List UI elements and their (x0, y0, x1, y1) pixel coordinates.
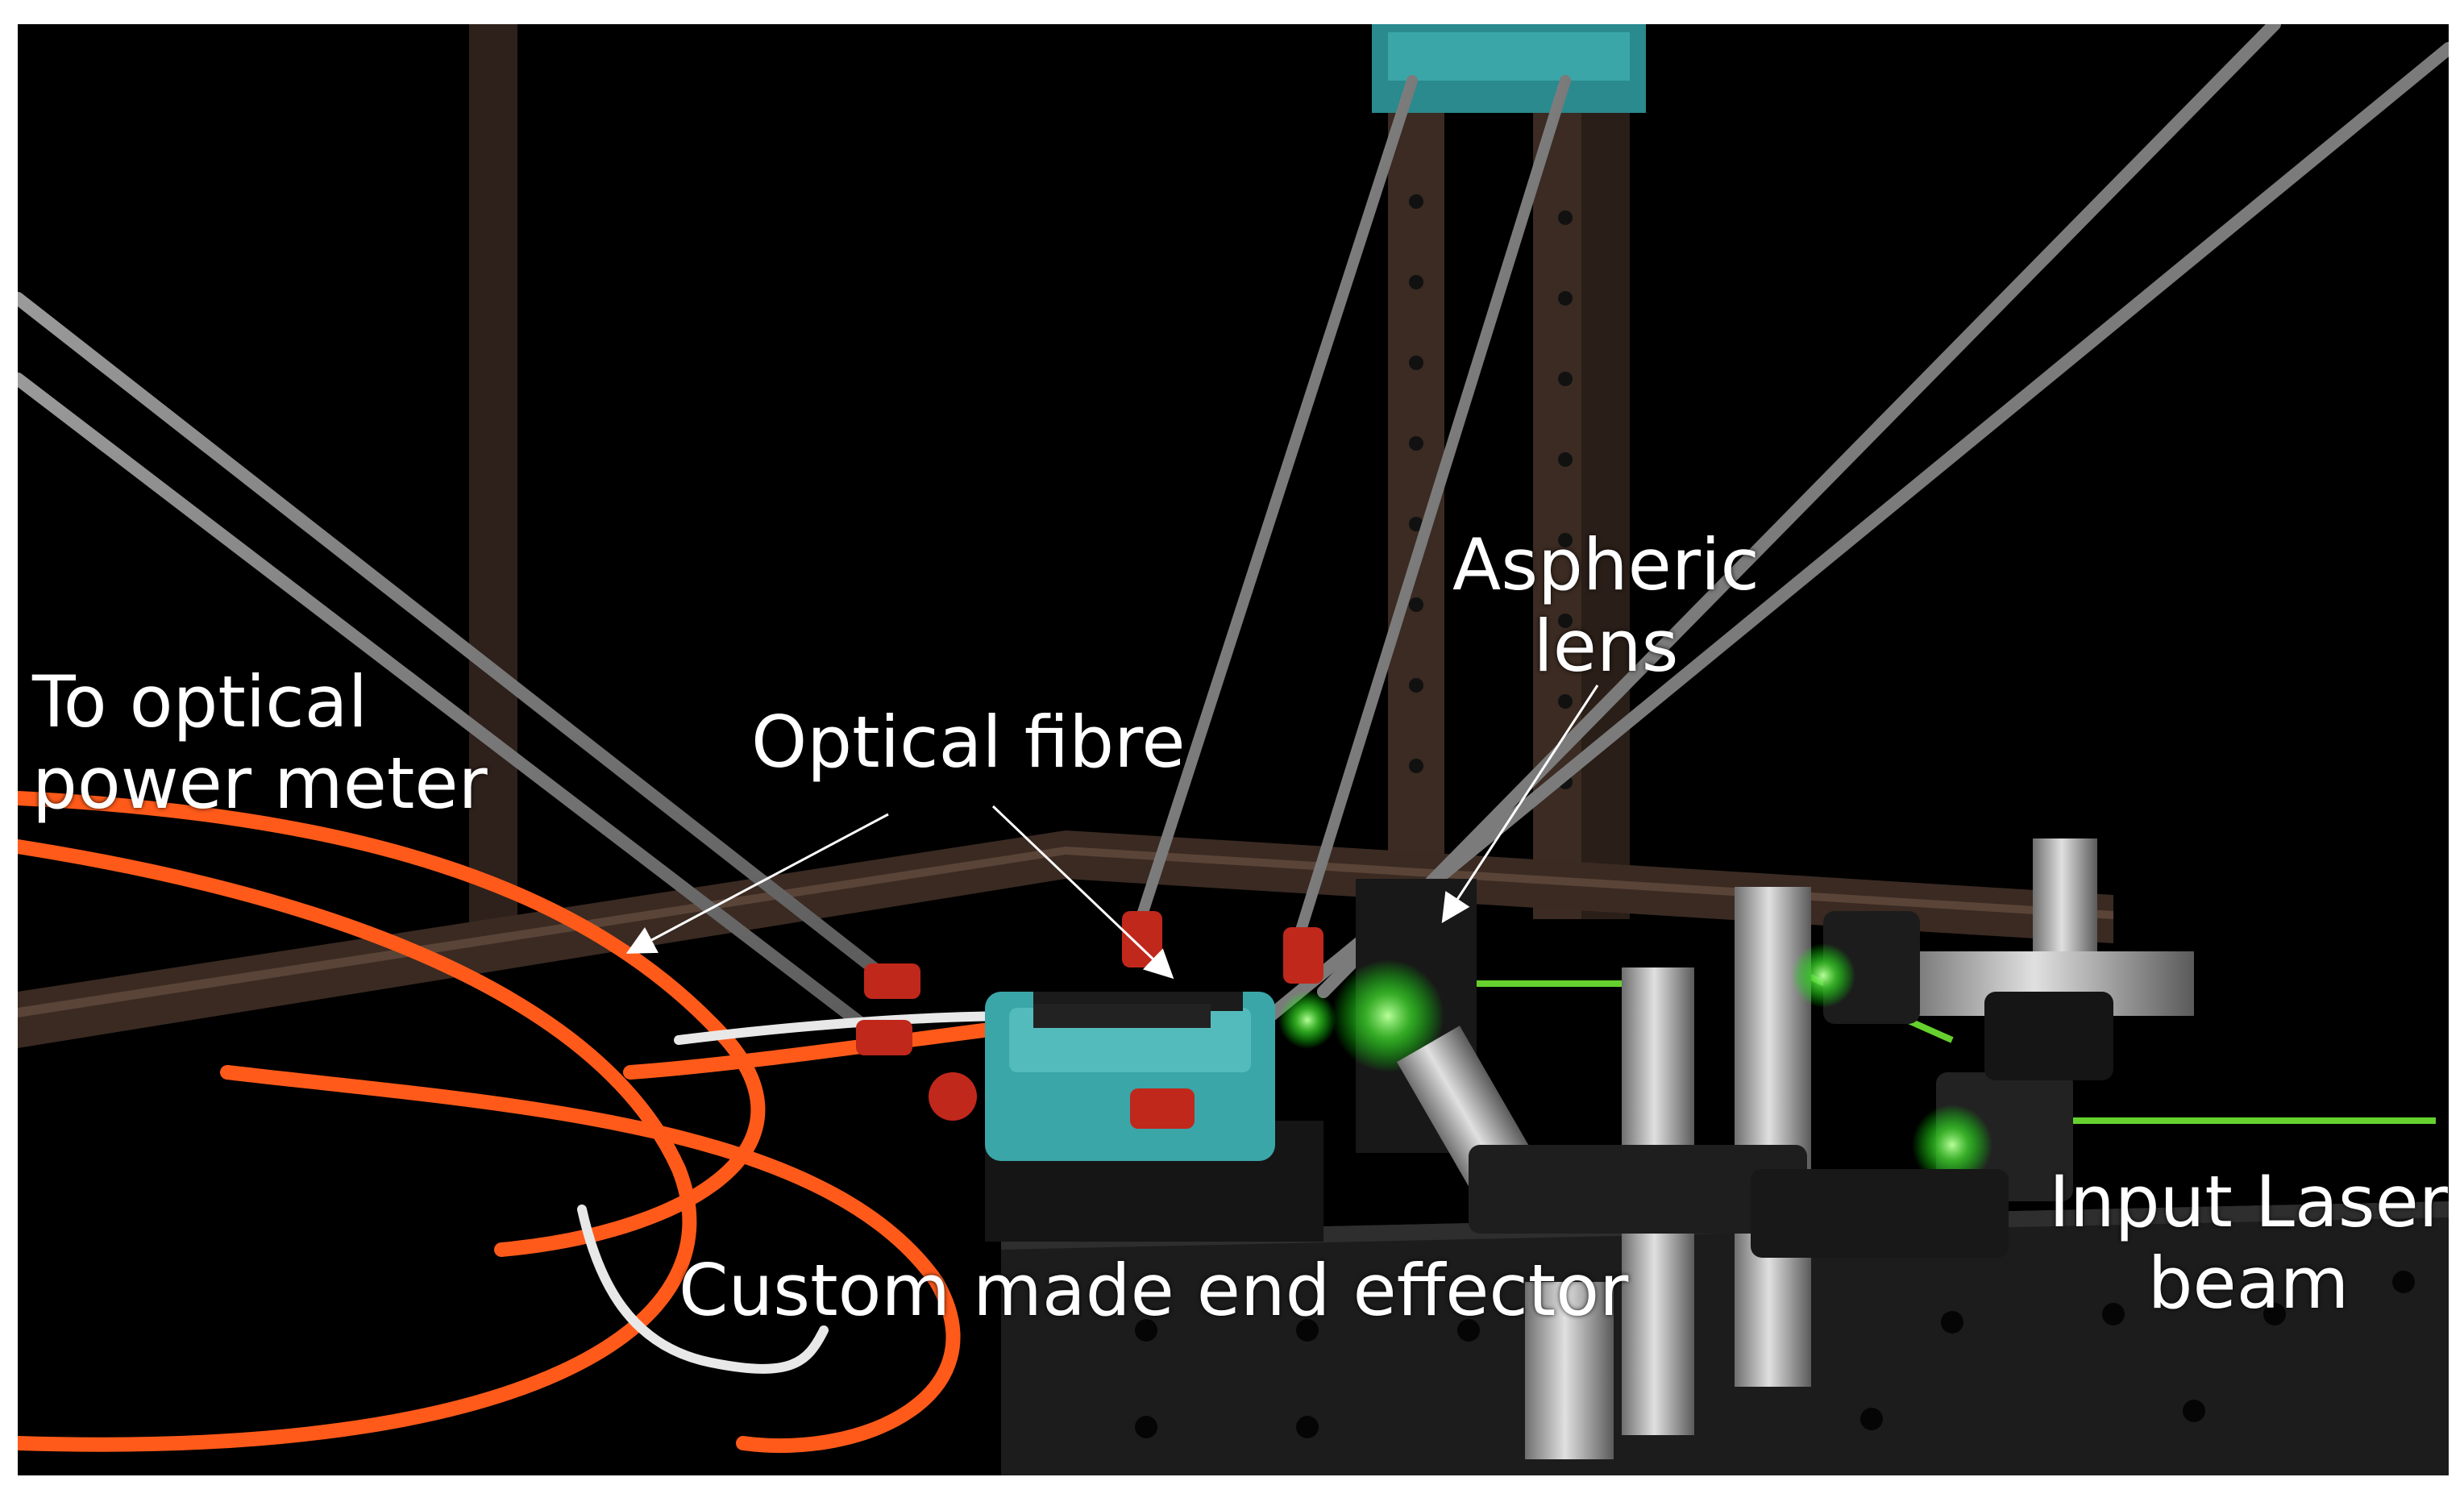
label-end-effector: Custom made end effector (679, 1250, 1628, 1331)
kinematic-mirror-mounts (1469, 911, 2113, 1258)
photo: To optical power meter Optical fibre Asp… (18, 24, 2449, 1475)
annotation-arrows (625, 685, 1599, 980)
label-input-laser-line1: Input Laser (2049, 1160, 2448, 1243)
aluminium-frame (18, 24, 2113, 1048)
label-aspheric-lens-line2: lens (1533, 605, 1679, 689)
setup-scene (18, 24, 2449, 1475)
label-aspheric-lens-line1: Aspheric (1452, 523, 1760, 606)
label-end-effector-text: Custom made end effector (679, 1249, 1629, 1332)
end-effector (856, 911, 1323, 1161)
white-cable (577, 1011, 1030, 1374)
orange-fibre-cable (18, 791, 1041, 1453)
label-input-laser-line2: beam (2147, 1242, 2350, 1325)
label-aspheric-lens: Aspheric lens (1452, 523, 1760, 689)
label-optical-fibre: Optical fibre (751, 701, 1185, 783)
label-optical-power-meter-line2: power meter (32, 742, 488, 826)
label-optical-power-meter-line1: To optical (32, 660, 368, 743)
label-optical-fibre-text: Optical fibre (751, 701, 1186, 784)
delta-arm-rods (18, 24, 2449, 1111)
label-input-laser: Input Laser beam (2049, 1160, 2448, 1325)
aspheric-lens-mount (1278, 879, 1477, 1153)
label-optical-power-meter: To optical power meter (32, 660, 488, 826)
